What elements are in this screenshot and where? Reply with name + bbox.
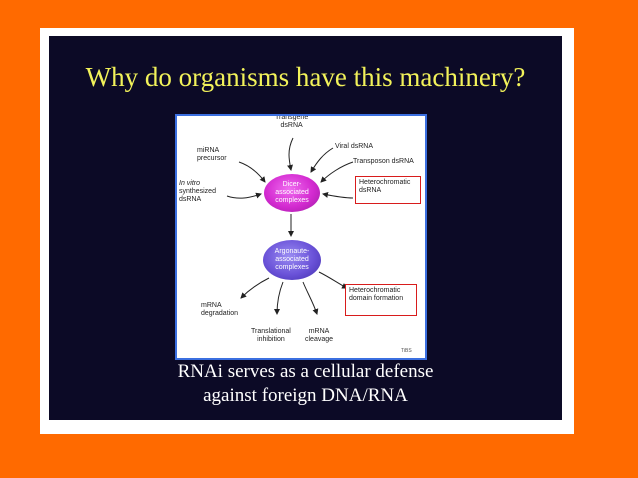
label-transgene-dsrna: Transgene dsRNA — [275, 114, 309, 129]
arrow-to-cleavage — [302, 281, 319, 315]
arrow-transgene — [287, 137, 294, 171]
label-translational-inhibition: Translational inhibition — [251, 328, 291, 343]
footer-line-1: RNAi serves as a cellular defense — [177, 361, 434, 382]
arrow-mirna — [238, 161, 266, 183]
label-heterochromatic-domain-formation: Heterochromatic domain formation — [345, 284, 417, 316]
arrow-to-degradation — [240, 277, 270, 299]
label-mirna-precursor: miRNA precursor — [197, 147, 227, 162]
rnai-diagram: Transgene dsRNA Viral dsRNA Transposon d… — [175, 114, 427, 360]
arrow-to-translational — [274, 281, 284, 315]
figure-credit: TiBS — [401, 348, 412, 354]
diagram-arrows — [226, 137, 354, 315]
label-viral-dsrna: Viral dsRNA — [335, 143, 373, 150]
arrow-heterochromatic — [322, 192, 354, 199]
label-mrna-degradation: mRNA degradation — [201, 302, 238, 317]
label-heterochromatic-dsrna: Heterochromatic dsRNA — [355, 176, 421, 204]
label-transposon-dsrna: Transposon dsRNA — [353, 158, 414, 165]
arrow-invitro — [226, 192, 262, 199]
slide-footer: RNAi serves as a cellular defense agains… — [49, 360, 562, 408]
argonaute-complexes: Argonaute- associated complexes — [263, 240, 321, 280]
footer-line-2: against foreign DNA/RNA — [203, 385, 408, 406]
arrow-to-heterochromatic-domain — [318, 271, 348, 289]
label-in-vitro-dsrna: In vitro synthesized dsRNA — [179, 180, 216, 203]
arrow-viral — [310, 147, 334, 173]
arrow-transposon — [320, 161, 354, 183]
dicer-complexes: Dicer- associated complexes — [264, 174, 320, 212]
slide: Why do organisms have this machinery? — [49, 36, 562, 420]
label-mrna-cleavage: mRNA cleavage — [305, 328, 334, 343]
slide-title: Why do organisms have this machinery? — [85, 62, 526, 92]
